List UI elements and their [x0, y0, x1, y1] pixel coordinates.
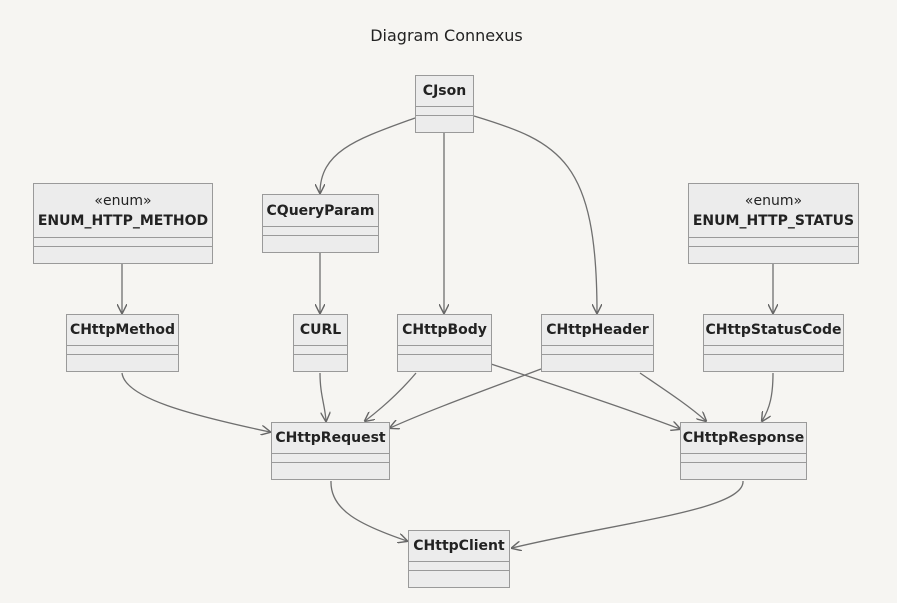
- class-chttpclient-header: CHttpClient: [409, 531, 509, 562]
- methods-section: [272, 463, 389, 471]
- edge-chttpmethod-chttprequest: [121, 372, 270, 432]
- class-enum-http-status[interactable]: «enum» ENUM_HTTP_STATUS: [688, 183, 859, 264]
- methods-section: [294, 355, 347, 363]
- attributes-section: [272, 454, 389, 463]
- methods-section: [263, 236, 378, 244]
- class-cqueryparam[interactable]: CQueryParam: [262, 194, 379, 253]
- class-stereotype: «enum»: [744, 192, 803, 209]
- edge-chttprequest-chttpclient: [330, 480, 407, 541]
- methods-section: [409, 571, 509, 579]
- class-name: CJson: [422, 83, 467, 99]
- edge-chttpheader-chttpresponse: [639, 372, 706, 421]
- edge-chttpbody-chttprequest: [365, 372, 417, 421]
- class-enum-http-method[interactable]: «enum» ENUM_HTTP_METHOD: [33, 183, 213, 264]
- class-name: CHttpResponse: [682, 430, 805, 446]
- methods-section: [416, 116, 473, 124]
- attributes-section: [34, 238, 212, 247]
- edge-chttpresponse-chttpclient: [512, 480, 744, 548]
- methods-section: [34, 247, 212, 255]
- edge-chttpheader-chttprequest: [390, 368, 542, 428]
- class-chttpresponse[interactable]: CHttpResponse: [680, 422, 807, 480]
- class-chttpclient[interactable]: CHttpClient: [408, 530, 510, 588]
- methods-section: [67, 355, 178, 363]
- class-curl[interactable]: CURL: [293, 314, 348, 372]
- edge-cjson-cqueryparam: [320, 117, 416, 193]
- class-enum-http-status-header: «enum» ENUM_HTTP_STATUS: [689, 184, 858, 238]
- class-chttprequest-header: CHttpRequest: [272, 423, 389, 454]
- class-chttpresponse-header: CHttpResponse: [681, 423, 806, 454]
- attributes-section: [294, 346, 347, 355]
- attributes-section: [67, 346, 178, 355]
- class-name: CQueryParam: [266, 202, 375, 219]
- methods-section: [681, 463, 806, 471]
- class-name: CHttpClient: [413, 538, 505, 554]
- attributes-section: [409, 562, 509, 571]
- class-cjson[interactable]: CJson: [415, 75, 474, 133]
- class-name: CHttpMethod: [69, 322, 176, 338]
- class-name: CHttpHeader: [546, 322, 649, 338]
- class-name: CURL: [299, 322, 342, 338]
- class-chttprequest[interactable]: CHttpRequest: [271, 422, 390, 480]
- attributes-section: [416, 107, 473, 116]
- class-chttpmethod-header: CHttpMethod: [67, 315, 178, 346]
- class-chttpbody[interactable]: CHttpBody: [397, 314, 492, 372]
- class-chttpstatuscode-header: CHttpStatusCode: [704, 315, 843, 346]
- attributes-section: [681, 454, 806, 463]
- class-name: ENUM_HTTP_STATUS: [692, 212, 855, 229]
- class-curl-header: CURL: [294, 315, 347, 346]
- class-cqueryparam-header: CQueryParam: [263, 195, 378, 227]
- class-cjson-header: CJson: [416, 76, 473, 107]
- attributes-section: [704, 346, 843, 355]
- methods-section: [398, 355, 491, 363]
- attributes-section: [542, 346, 653, 355]
- edge-chttpstatuscode-chttpresponse: [762, 372, 774, 421]
- class-chttpstatuscode[interactable]: CHttpStatusCode: [703, 314, 844, 372]
- attributes-section: [263, 227, 378, 236]
- class-chttpheader-header: CHttpHeader: [542, 315, 653, 346]
- class-stereotype: «enum»: [94, 192, 152, 209]
- diagram-title: Diagram Connexus: [370, 26, 523, 45]
- methods-section: [689, 247, 858, 255]
- edge-cjson-chttpheader: [473, 115, 597, 313]
- edge-curl-chttprequest: [319, 372, 326, 421]
- class-name: CHttpStatusCode: [705, 322, 842, 338]
- attributes-section: [689, 238, 858, 247]
- class-chttpbody-header: CHttpBody: [398, 315, 491, 346]
- class-name: CHttpRequest: [275, 430, 386, 446]
- class-chttpmethod[interactable]: CHttpMethod: [66, 314, 179, 372]
- class-chttpheader[interactable]: CHttpHeader: [541, 314, 654, 372]
- methods-section: [542, 355, 653, 363]
- class-enum-http-method-header: «enum» ENUM_HTTP_METHOD: [34, 184, 212, 238]
- methods-section: [704, 355, 843, 363]
- attributes-section: [398, 346, 491, 355]
- edge-chttpbody-chttpresponse: [490, 363, 680, 429]
- class-name: ENUM_HTTP_METHOD: [37, 212, 209, 229]
- class-name: CHttpBody: [402, 322, 487, 338]
